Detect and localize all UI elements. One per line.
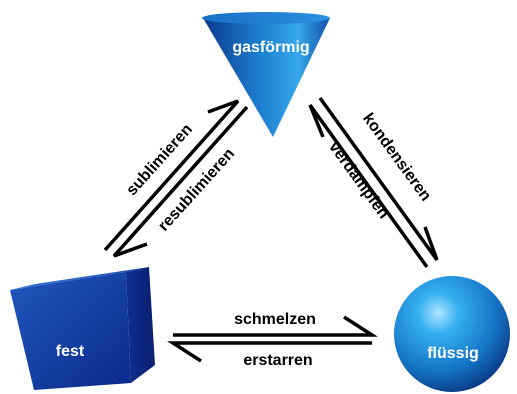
melting-label: schmelzen xyxy=(234,311,316,328)
arrow-resublimation xyxy=(112,105,249,258)
liquid-label: flüssig xyxy=(427,345,479,362)
arrow-freezing xyxy=(167,341,372,363)
liquid-state-sphere: flüssig xyxy=(394,276,510,392)
arrow-evaporation xyxy=(308,103,429,269)
solid-label: fest xyxy=(56,343,85,360)
solid-state-cube: fest xyxy=(10,267,155,390)
arrow-melting xyxy=(173,315,378,337)
arrow-condensation xyxy=(318,96,439,262)
gas-state-cone: gasförmig xyxy=(202,12,330,137)
freezing-label: erstarren xyxy=(243,352,312,369)
gas-label: gasförmig xyxy=(232,39,309,56)
arrow-sublimation xyxy=(103,99,240,252)
